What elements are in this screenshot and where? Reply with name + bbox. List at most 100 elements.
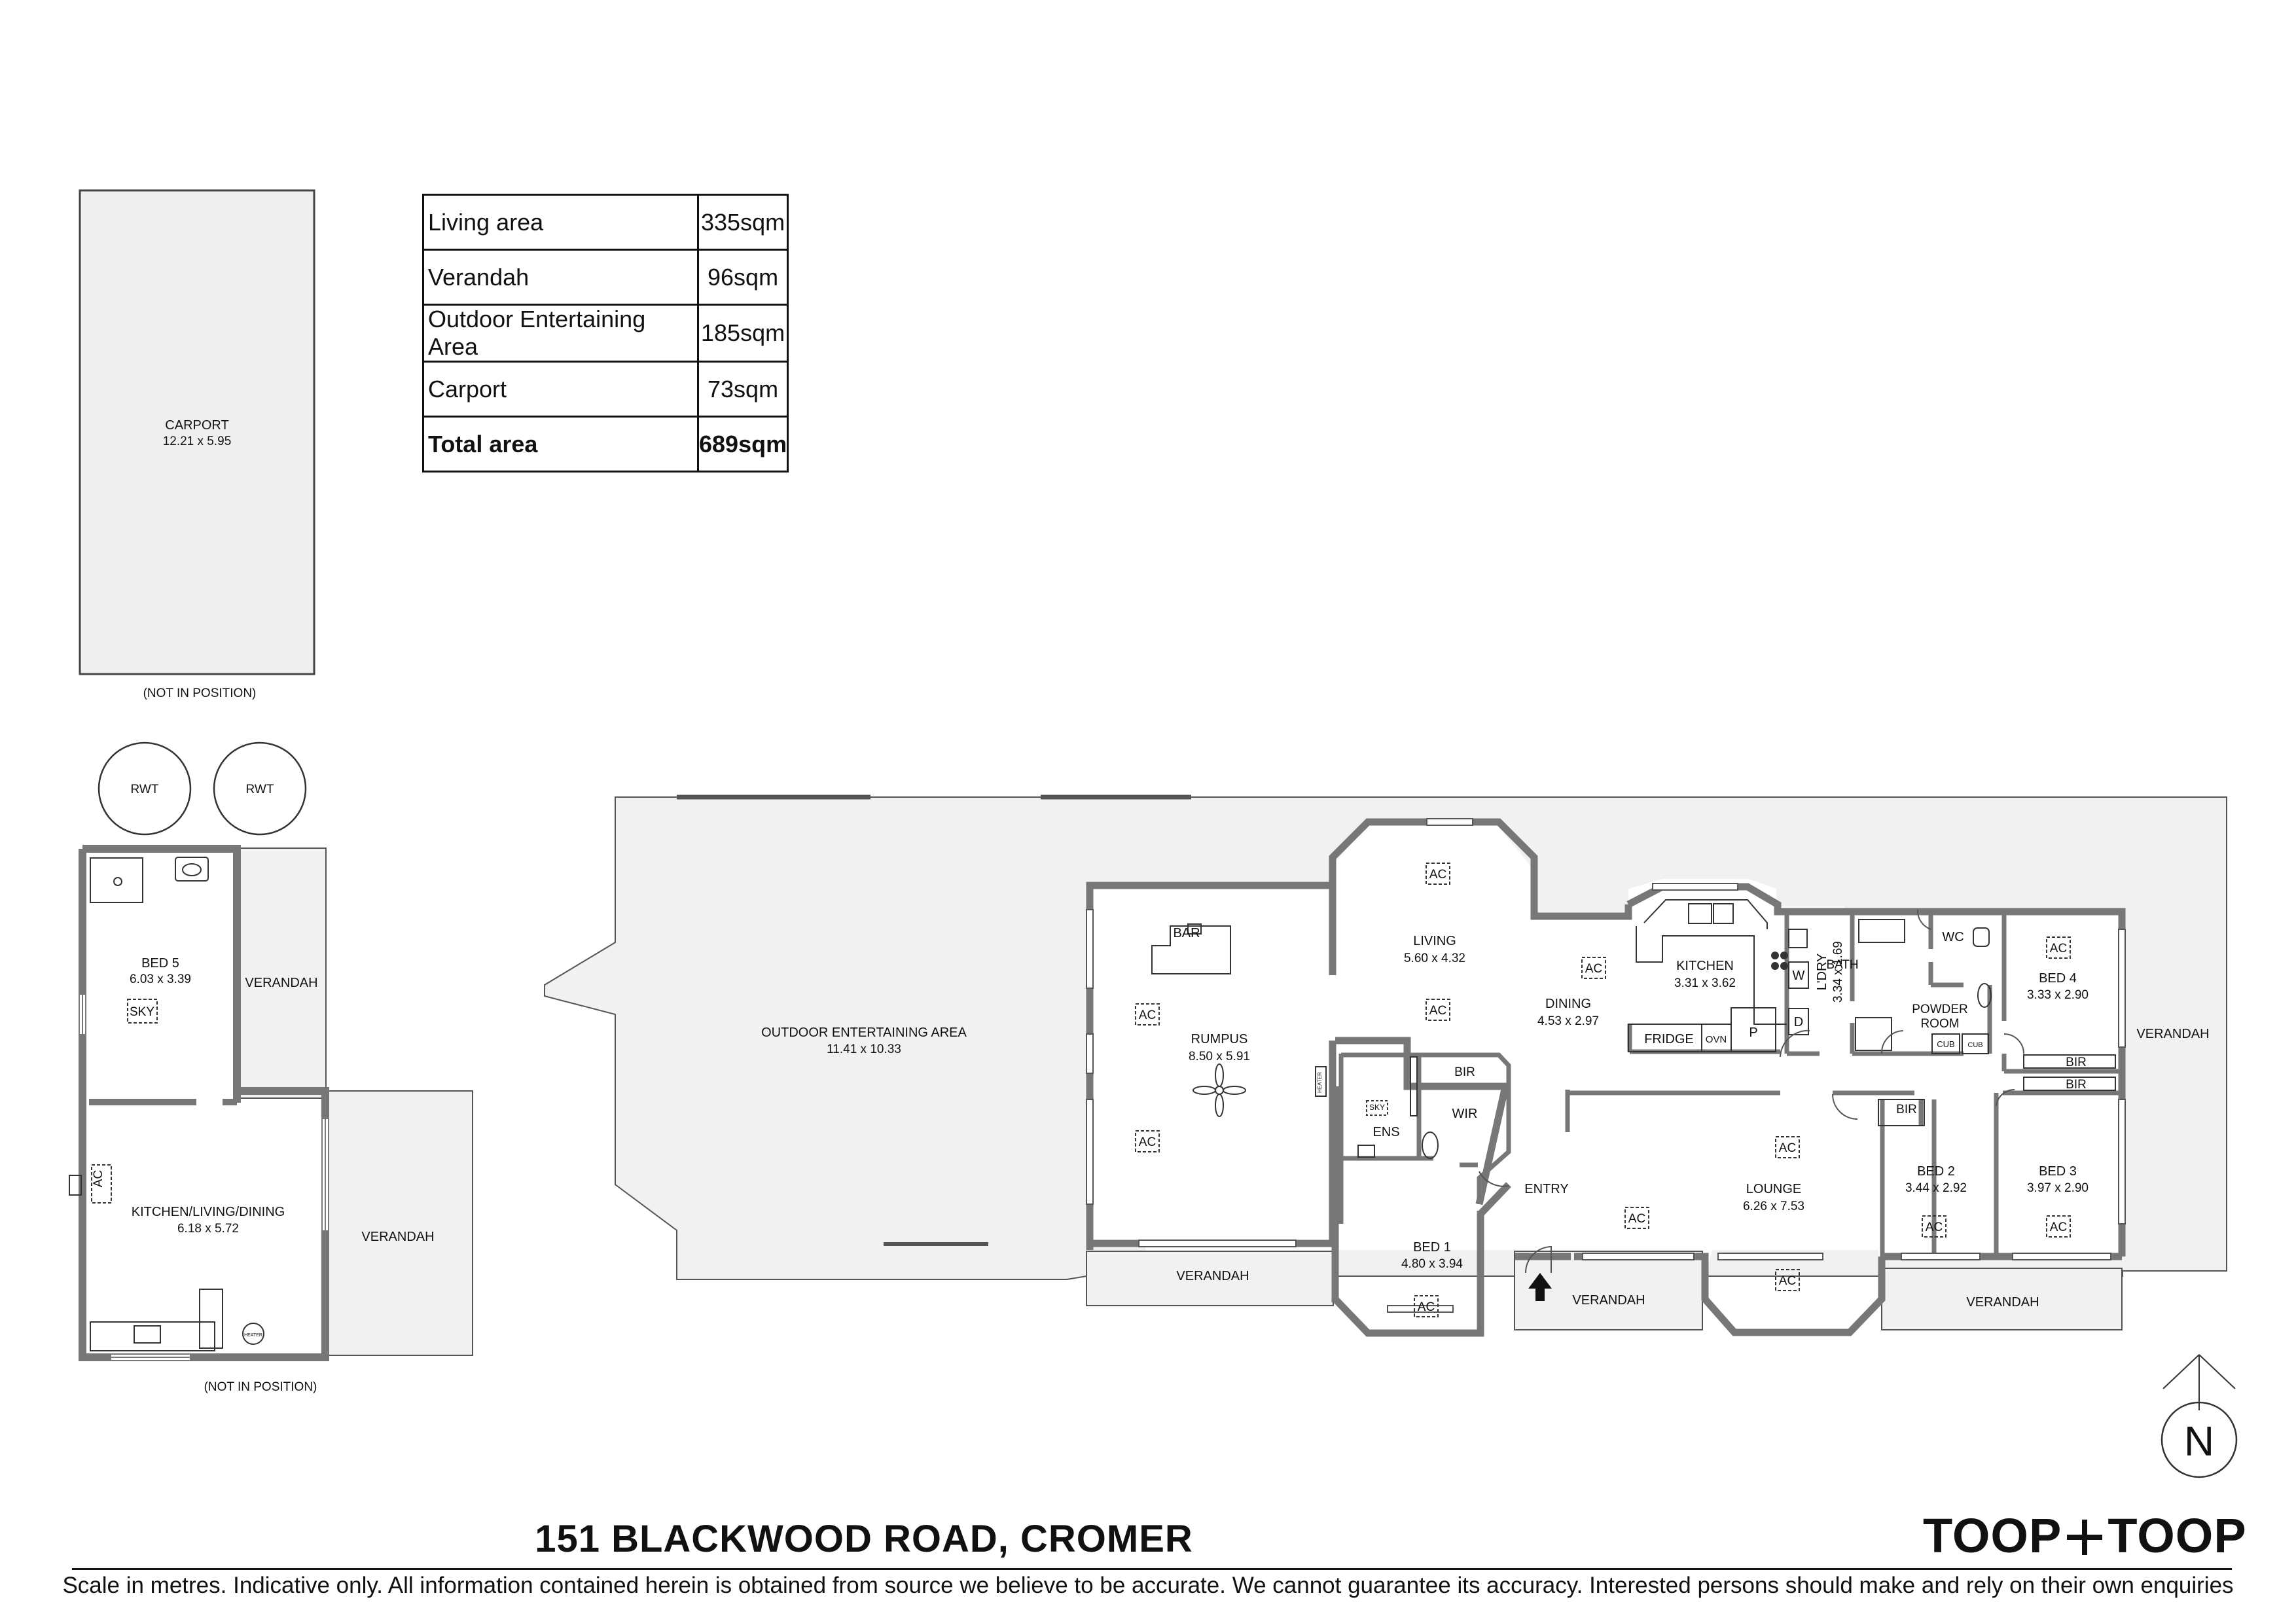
room-label-dining: DINING [1545, 997, 1591, 1011]
verandah [1086, 1251, 1334, 1306]
footer-divider [72, 1568, 2232, 1570]
room-size-rumpus: 8.50 x 5.91 [1189, 1050, 1250, 1063]
area-label: Outdoor Entertaining Area [422, 304, 699, 363]
room-size-bed2: 3.44 x 2.92 [1905, 1181, 1967, 1195]
bir-label: BIR [1454, 1065, 1475, 1079]
ac-label: AC [1779, 1274, 1796, 1288]
tank-label: RWT [131, 783, 159, 796]
heater-label: HEATER [1317, 1072, 1323, 1093]
ac-label: AC [2050, 942, 2067, 955]
dryer-label: D [1794, 1015, 1803, 1029]
room-size-bed3: 3.97 x 2.90 [2027, 1181, 2089, 1195]
ac-label: AC [1926, 1221, 1943, 1234]
verandah-label: VERANDAH [361, 1230, 434, 1244]
ac-label: AC [1628, 1212, 1645, 1226]
room-label-rumpus: RUMPUS [1191, 1032, 1248, 1046]
room-size-living: 5.60 x 4.32 [1404, 952, 1465, 965]
verandah-label: VERANDAH [245, 976, 317, 990]
room-label-bed4: BED 4 [2039, 971, 2077, 986]
area-label: Living area [422, 194, 699, 251]
bar-label: BAR [1173, 926, 1200, 940]
table-row: Carport 73sqm [422, 361, 789, 418]
ac-label: AC [1585, 962, 1602, 976]
north-compass-icon: N [2161, 1354, 2238, 1478]
carport-label: CARPORT [165, 418, 228, 433]
property-address: 151 BLACKWOOD ROAD, CROMER [535, 1518, 1193, 1560]
carport-size: 12.21 x 5.95 [163, 435, 232, 448]
entry-label: ENTRY [1524, 1182, 1568, 1196]
room-label-lounge: LOUNGE [1746, 1182, 1801, 1196]
skylight-label: SKY [130, 1005, 154, 1019]
room-label-living: LIVING [1413, 934, 1456, 948]
main-house: VERANDAH VERANDAH VERANDAH VERANDAH [544, 794, 2227, 1376]
verandah [325, 1090, 473, 1356]
area-label: Carport [422, 361, 699, 418]
room-label-kitchen: KITCHEN [1676, 959, 1734, 973]
bir-label: BIR [2066, 1056, 2087, 1069]
room-label-bed1: BED 1 [1413, 1240, 1451, 1255]
room-size-bed4: 3.33 x 2.90 [2027, 988, 2089, 1002]
room-size-bed5: 6.03 x 3.39 [130, 972, 191, 986]
oven-label: OVN [1706, 1034, 1727, 1045]
room-size-kitchen-living: 6.18 x 5.72 [177, 1222, 239, 1236]
entry-arrow-icon [1528, 1273, 1552, 1301]
fridge-label: FRIDGE [1644, 1032, 1694, 1046]
pantry-label: P [1749, 1026, 1757, 1040]
room-size-lounge: 6.26 x 7.53 [1743, 1200, 1804, 1213]
room-size-bed1: 4.80 x 3.94 [1401, 1257, 1463, 1271]
powder-room-label: POWDER [1912, 1003, 1968, 1016]
table-row: Verandah 96sqm [422, 249, 789, 306]
ac-label: AC [1139, 1135, 1156, 1149]
area-label: Total area [422, 416, 699, 473]
carport-note: (NOT IN POSITION) [143, 687, 257, 700]
area-value: 96sqm [696, 249, 789, 306]
verandah-label: VERANDAH [1572, 1293, 1645, 1308]
verandah-label: VERANDAH [1966, 1295, 2039, 1310]
table-row: Outdoor Entertaining Area 185sqm [422, 304, 789, 363]
skylight-label: SKY [1369, 1103, 1385, 1112]
area-label: Verandah [422, 249, 699, 306]
rainwater-tank [213, 741, 307, 836]
washer-label: W [1793, 969, 1805, 983]
room-size-dining: 4.53 x 2.97 [1537, 1014, 1599, 1028]
bath-label: BATH [1826, 958, 1858, 972]
ensuite-label: ENS [1372, 1125, 1399, 1139]
area-value: 185sqm [696, 304, 789, 363]
area-value: 689sqm [696, 416, 789, 473]
ac-label: AC [1418, 1300, 1435, 1314]
bir-label: BIR [1896, 1103, 1917, 1116]
compass-north-label: N [2184, 1418, 2214, 1465]
room-label-bed3: BED 3 [2039, 1164, 2077, 1179]
room-label-laundry: L'DRY [1815, 954, 1829, 991]
room-label-outdoor: OUTDOOR ENTERTAINING AREA [761, 1026, 967, 1040]
verandah-label: VERANDAH [2136, 1027, 2209, 1041]
verandah [236, 847, 327, 1099]
rainwater-tank [98, 741, 192, 836]
verandah [1881, 1268, 2123, 1330]
ac-label: AC [1139, 1008, 1156, 1022]
area-value: 73sqm [696, 361, 789, 418]
plus-icon [2062, 1508, 2108, 1563]
ac-label: AC [1429, 868, 1446, 882]
carport: CARPORT 12.21 x 5.95 (NOT IN POSITION) [79, 189, 315, 700]
area-value: 335sqm [696, 194, 789, 251]
granny-flat-note: (NOT IN POSITION) [204, 1380, 317, 1394]
area-summary-table: Living area 335sqm Verandah 96sqm Outdoo… [422, 194, 789, 473]
wc-label: WC [1942, 930, 1964, 944]
room-size-outdoor: 11.41 x 10.33 [827, 1043, 901, 1056]
cupboard-label: CUB [1967, 1041, 1982, 1049]
room-label-bed2: BED 2 [1917, 1164, 1955, 1179]
ac-label: AC [92, 1170, 105, 1187]
verandah [1514, 1251, 1703, 1330]
cupboard-label: CUB [1937, 1039, 1954, 1049]
room-label-bed5: BED 5 [141, 956, 179, 971]
verandah-label: VERANDAH [1176, 1269, 1249, 1283]
ac-label: AC [1429, 1004, 1446, 1018]
ac-label: AC [2050, 1221, 2067, 1234]
brand-word: TOOP [1923, 1508, 2062, 1563]
room-size-kitchen: 3.31 x 3.62 [1674, 976, 1736, 990]
tank-label: RWT [246, 783, 274, 796]
ac-label: AC [1779, 1141, 1796, 1155]
